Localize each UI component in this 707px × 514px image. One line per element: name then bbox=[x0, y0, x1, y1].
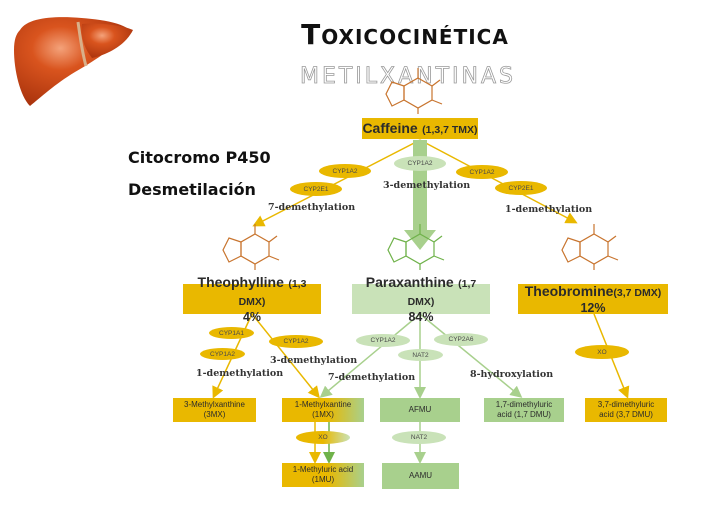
paraxanthine-name: Paraxanthine bbox=[365, 274, 454, 290]
metabolite-dmu17: 1,7-dimethyluric acid (1,7 DMU) bbox=[484, 398, 564, 422]
metabolite-3mx-line1: 3-Methylxanthine bbox=[184, 400, 245, 409]
reaction-para-7-demethylation: 7-demethylation bbox=[328, 372, 416, 383]
metabolite-dmu37: 3,7-dimethyluric acid (3,7 DMU) bbox=[585, 398, 667, 422]
theophylline-box: Theophylline (1,3 DMX) 4% bbox=[183, 274, 321, 324]
caffeine-box: Caffeine (1,3,7 TMX) bbox=[362, 118, 478, 139]
enzyme-right-cyp1a2: CYP1A2 bbox=[456, 165, 508, 179]
theophylline-name: Theophylline bbox=[197, 274, 284, 290]
caffeine-code: (1,3,7 TMX) bbox=[422, 123, 478, 136]
side-note-cytochrome: Citocromo P450 bbox=[128, 148, 271, 167]
side-note-demethylation: Desmetilación bbox=[128, 180, 256, 199]
enzyme-center-cyp1a2: CYP1A2 bbox=[394, 156, 446, 171]
metabolite-dmu37-line2: acid (3,7 DMU) bbox=[599, 410, 653, 419]
enzyme-theo-cyp1a2-b: CYP1A2 bbox=[269, 335, 323, 348]
page-title: Toxicocinética bbox=[301, 18, 509, 51]
theophylline-percent: 4% bbox=[242, 310, 262, 324]
arrow-paraxanthine-dmu17 bbox=[419, 313, 523, 398]
arrow-theophylline-1mx bbox=[251, 313, 320, 399]
metabolite-1mx-line1: 1-Methylxantine bbox=[294, 400, 352, 409]
enzyme-left-cyp1a2: CYP1A2 bbox=[319, 164, 371, 178]
enzyme-afmu-nat2: NAT2 bbox=[392, 431, 446, 444]
arrow-paraxanthine-1mx bbox=[319, 313, 421, 398]
theobromine-molecule-icon bbox=[561, 224, 619, 270]
enzyme-right-cyp2e1: CYP2E1 bbox=[495, 181, 547, 195]
enzyme-para-cyp1a2: CYP1A2 bbox=[356, 334, 410, 347]
metabolite-1mu: 1-Methyluric acid (1MU) bbox=[282, 463, 364, 487]
paraxanthine-box: Paraxanthine (1,7 DMX) 84% bbox=[352, 274, 490, 324]
arrow-caffeine-theophylline bbox=[252, 139, 421, 227]
enzyme-theo-cyp1a2-a: CYP1A2 bbox=[200, 348, 245, 360]
reaction-3-demethylation: 3-demethylation bbox=[383, 180, 471, 191]
metabolite-1mx: 1-Methylxantine (1MX) bbox=[282, 398, 364, 422]
reaction-7-demethylation: 7-demethylation bbox=[268, 202, 356, 213]
paraxanthine-percent: 84% bbox=[408, 310, 434, 324]
metabolite-dmu17-line2: acid (1,7 DMU) bbox=[497, 410, 551, 419]
enzyme-mx-xo: XO bbox=[296, 431, 350, 444]
theophylline-molecule-icon bbox=[222, 224, 280, 270]
enzyme-left-cyp2e1: CYP2E1 bbox=[290, 182, 342, 196]
metabolite-dmu37-line1: 3,7-dimethyluric bbox=[597, 400, 655, 409]
metabolite-3mx-line2: (3MX) bbox=[203, 410, 226, 419]
paraxanthine-code: (1,7 DMX) bbox=[407, 278, 477, 308]
reaction-1-demethylation: 1-demethylation bbox=[505, 204, 593, 215]
enzyme-theo-cyp1a1: CYP1A1 bbox=[209, 327, 254, 339]
arrow-caffeine-theobromine bbox=[419, 139, 578, 224]
enzyme-para-nat2: NAT2 bbox=[398, 349, 443, 361]
metabolite-3mx: 3-Methylxanthine (3MX) bbox=[173, 398, 256, 422]
enzyme-theob-xo: XO bbox=[575, 345, 629, 359]
theobromine-name: Theobromine bbox=[524, 283, 614, 299]
metabolite-afmu-line1: AFMU bbox=[408, 405, 432, 414]
paraxanthine-molecule-icon bbox=[387, 224, 445, 270]
theobromine-percent: 12% bbox=[580, 301, 606, 315]
theobromine-code: (3,7 DMX) bbox=[613, 287, 662, 299]
theophylline-code: (1,3 DMX) bbox=[238, 278, 307, 308]
reaction-theo-1-demethylation: 1-demethylation bbox=[196, 368, 284, 379]
enzyme-para-cyp2a6: CYP2A6 bbox=[434, 333, 488, 346]
metabolite-aamu-line1: AAMU bbox=[408, 471, 433, 480]
metabolite-dmu17-line1: 1,7-dimethyluric bbox=[495, 400, 553, 409]
reaction-theo-3-demethylation: 3-demethylation bbox=[270, 355, 358, 366]
theobromine-box: Theobromine(3,7 DMX) 12% bbox=[518, 283, 668, 315]
caffeine-molecule-icon bbox=[385, 68, 443, 114]
caffeine-name: Caffeine bbox=[362, 119, 418, 136]
reaction-8-hydroxylation: 8-hydroxylation bbox=[470, 369, 554, 380]
metabolite-1mu-line2: (1MU) bbox=[311, 475, 335, 484]
metabolite-1mu-line1: 1-Methyluric acid bbox=[292, 465, 354, 474]
metabolite-afmu: AFMU bbox=[380, 398, 460, 422]
metabolite-aamu: AAMU bbox=[382, 463, 459, 489]
metabolite-1mx-line2: (1MX) bbox=[312, 410, 334, 419]
